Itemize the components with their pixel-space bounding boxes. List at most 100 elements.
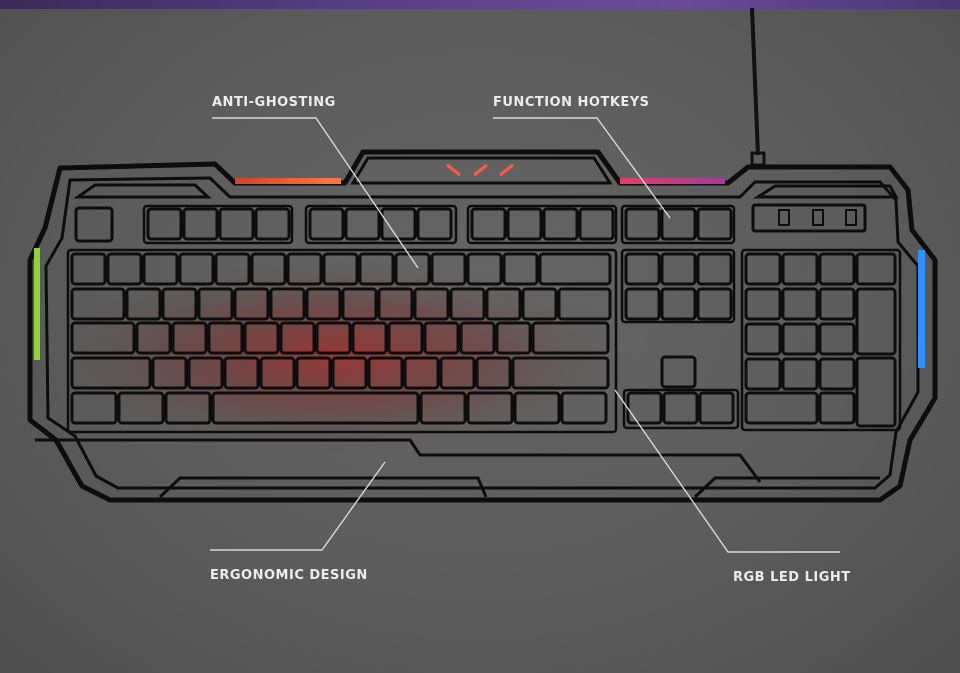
key-alpha: [459, 321, 496, 355]
key-alpha: [449, 287, 486, 321]
led-bar-left: [235, 178, 341, 184]
key-alpha: [394, 252, 431, 286]
indicator-panel: [751, 203, 867, 233]
key-numpad: [818, 391, 856, 425]
key-alpha: [70, 356, 152, 390]
key-nav: [660, 287, 697, 321]
key-alpha: [430, 252, 467, 286]
wrist-rest-left: [158, 476, 488, 499]
key-alpha: [233, 287, 270, 321]
key-esc: [74, 206, 114, 243]
key-alpha: [117, 391, 165, 425]
key-alpha: [279, 321, 316, 355]
vent-slashes: [446, 163, 514, 177]
key-alpha: [295, 356, 332, 390]
wrist-rest-right: [693, 476, 880, 499]
key-alpha: [250, 252, 287, 286]
key-f: [624, 207, 661, 241]
key-numpad: [818, 252, 856, 286]
key-alpha: [403, 356, 440, 390]
indicator-led-3: [845, 209, 857, 226]
key-f: [218, 207, 255, 241]
callout-line-function-hotkeys: [493, 117, 671, 219]
front-panel-line: [35, 438, 762, 483]
key-numpad: [744, 322, 782, 356]
callout-function-hotkeys: FUNCTION HOTKEYS: [493, 95, 650, 110]
key-f: [696, 207, 733, 241]
led-strip-green: [34, 248, 40, 360]
function-group-4: [620, 204, 736, 245]
key-alpha: [187, 356, 224, 390]
key-nav: [624, 252, 661, 286]
key-alpha: [358, 252, 395, 286]
key-alpha: [70, 252, 107, 286]
key-nav: [660, 252, 697, 286]
callout-ergonomic-design: ERGONOMIC DESIGN: [210, 568, 368, 583]
key-f: [308, 207, 345, 241]
key-numpad: [818, 357, 856, 391]
function-group-3: [466, 204, 618, 245]
key-numpad: [744, 287, 782, 321]
key-alpha: [305, 287, 342, 321]
key-alpha: [413, 287, 450, 321]
key-alpha: [419, 391, 467, 425]
arrow-key-block: [622, 388, 740, 430]
top-left-vent: [73, 183, 212, 199]
key-alpha: [331, 356, 368, 390]
key-f: [146, 207, 183, 241]
key-alpha: [151, 356, 188, 390]
key-numpad: [781, 252, 819, 286]
key-f: [182, 207, 219, 241]
led-strip-blue: [918, 250, 925, 368]
keycaps: [66, 204, 902, 434]
key-alpha: [495, 321, 532, 355]
nav-key-block: [620, 248, 736, 324]
key-arrow: [662, 391, 699, 425]
key-numpad: [818, 287, 856, 321]
key-alpha: [513, 391, 561, 425]
key-f: [660, 207, 697, 241]
key-alpha: [161, 287, 198, 321]
callout-lines: [210, 117, 840, 553]
callout-rgb-led-light: RGB LED LIGHT: [733, 570, 851, 585]
key-alpha: [178, 252, 215, 286]
function-group-1: [142, 204, 294, 245]
key-alpha: [142, 252, 179, 286]
key-numpad-plus: [855, 287, 897, 356]
key-alpha: [423, 321, 460, 355]
key-numpad-zero: [744, 391, 819, 425]
key-f: [416, 207, 453, 241]
key-numpad: [744, 357, 782, 391]
key-alpha: [341, 287, 378, 321]
key-f: [470, 207, 507, 241]
key-alpha: [70, 287, 126, 321]
led-bar-right: [620, 178, 725, 184]
key-alpha: [485, 287, 522, 321]
key-alpha: [521, 287, 558, 321]
key-alpha: [70, 391, 118, 425]
key-alpha: [466, 252, 503, 286]
key-alpha: [315, 321, 352, 355]
indicator-led-1: [778, 209, 790, 226]
key-alpha: [214, 252, 251, 286]
top-center-panel: [350, 156, 613, 185]
key-numpad-enter: [855, 356, 897, 428]
callout-line-anti-ghosting: [212, 117, 419, 269]
function-group-2: [304, 204, 458, 245]
key-f: [344, 207, 381, 241]
keyboard-inner-outline: [44, 176, 920, 490]
key-alpha: [367, 356, 404, 390]
key-alpha: [259, 356, 296, 390]
key-alpha: [135, 321, 172, 355]
purple-top-edge: [0, 0, 960, 9]
key-alpha: [164, 391, 212, 425]
usb-cable: [750, 7, 760, 156]
key-f: [380, 207, 417, 241]
key-alpha: [475, 356, 512, 390]
key-alpha: [538, 252, 612, 286]
numpad-block: [740, 248, 902, 432]
main-key-block: [66, 248, 618, 434]
key-alpha: [387, 321, 424, 355]
